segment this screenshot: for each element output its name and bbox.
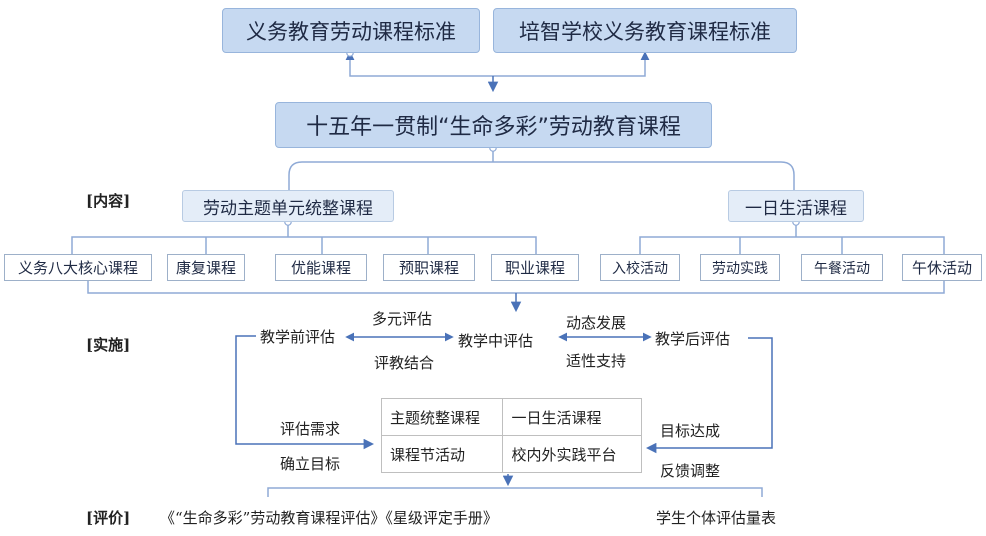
link-label-diverse-assessment: 多元评估 (372, 310, 433, 328)
source-standard-special: 培智学校义务教育课程标准 (493, 8, 797, 53)
matrix-row: 主题统整课程 一日生活课程 (380, 398, 642, 436)
matrix-cell: 校内外实践平台 (502, 435, 642, 473)
main-course-box: 十五年一贯制“生命多彩”劳动教育课程 (275, 102, 712, 148)
stage-pre-assessment: 教学前评估 (260, 328, 336, 346)
branch-theme-unit-course-label: 劳动主题单元统整课程 (203, 198, 373, 219)
daily-item-labor-practice: 劳动实践 (700, 254, 780, 281)
implementation-matrix: 主题统整课程 一日生活课程 课程节活动 校内外实践平台 (380, 398, 642, 473)
course-item-core-eight: 义务八大核心课程 (4, 254, 152, 281)
section-label-evaluation: [评价] (86, 509, 131, 527)
loop-label-assess-needs: 评估需求 (280, 420, 341, 438)
loop-label-feedback-adjust: 反馈调整 (660, 462, 721, 480)
loop-label-set-goals: 确立目标 (280, 455, 341, 473)
evaluation-manuals: 《“生命多彩”劳动教育课程评估》《星级评定手册》 (160, 509, 498, 527)
course-item-label: 职业课程 (504, 259, 565, 277)
link-label-dynamic-development: 动态发展 (566, 314, 627, 332)
course-item-label: 康复课程 (175, 259, 236, 277)
daily-item-lunch: 午餐活动 (801, 254, 883, 281)
course-item-rehab: 康复课程 (167, 254, 245, 281)
course-item-vocational: 职业课程 (491, 254, 579, 281)
course-item-label: 义务八大核心课程 (17, 259, 138, 277)
main-course-title: 十五年一贯制“生命多彩”劳动教育课程 (306, 115, 681, 140)
daily-item-label: 午休活动 (911, 259, 972, 277)
source-standard-compulsory-label: 义务教育劳动课程标准 (246, 19, 456, 44)
source-standard-special-label: 培智学校义务教育课程标准 (519, 19, 771, 44)
course-item-label: 预职课程 (398, 259, 459, 277)
daily-item-label: 劳动实践 (712, 260, 768, 277)
matrix-cell: 课程节活动 (380, 435, 504, 473)
link-label-adaptive-support: 适性支持 (566, 352, 627, 370)
branch-daily-life-course: 一日生活课程 (728, 190, 864, 222)
daily-item-label: 午餐活动 (814, 260, 870, 277)
course-item-pre-vocational: 预职课程 (383, 254, 475, 281)
course-item-excellence: 优能课程 (275, 254, 367, 281)
daily-item-label: 入校活动 (612, 260, 668, 277)
matrix-cell: 主题统整课程 (380, 398, 504, 436)
stage-post-assessment: 教学后评估 (655, 330, 731, 348)
matrix-row: 课程节活动 校内外实践平台 (380, 435, 642, 473)
section-label-implementation: [实施] (86, 336, 131, 354)
link-label-assess-teach: 评教结合 (374, 354, 435, 372)
course-item-label: 优能课程 (290, 259, 351, 277)
source-standard-compulsory: 义务教育劳动课程标准 (222, 8, 480, 53)
matrix-cell: 一日生活课程 (502, 398, 642, 436)
loop-label-goal-achieved: 目标达成 (660, 422, 721, 440)
section-label-content: [内容] (86, 192, 131, 210)
daily-item-arrival: 入校活动 (600, 254, 680, 281)
branch-theme-unit-course: 劳动主题单元统整课程 (182, 190, 394, 222)
daily-item-nap: 午休活动 (902, 254, 982, 281)
branch-daily-life-course-label: 一日生活课程 (745, 198, 847, 219)
stage-mid-assessment: 教学中评估 (458, 332, 534, 350)
evaluation-individual-scale: 学生个体评估量表 (656, 509, 777, 527)
